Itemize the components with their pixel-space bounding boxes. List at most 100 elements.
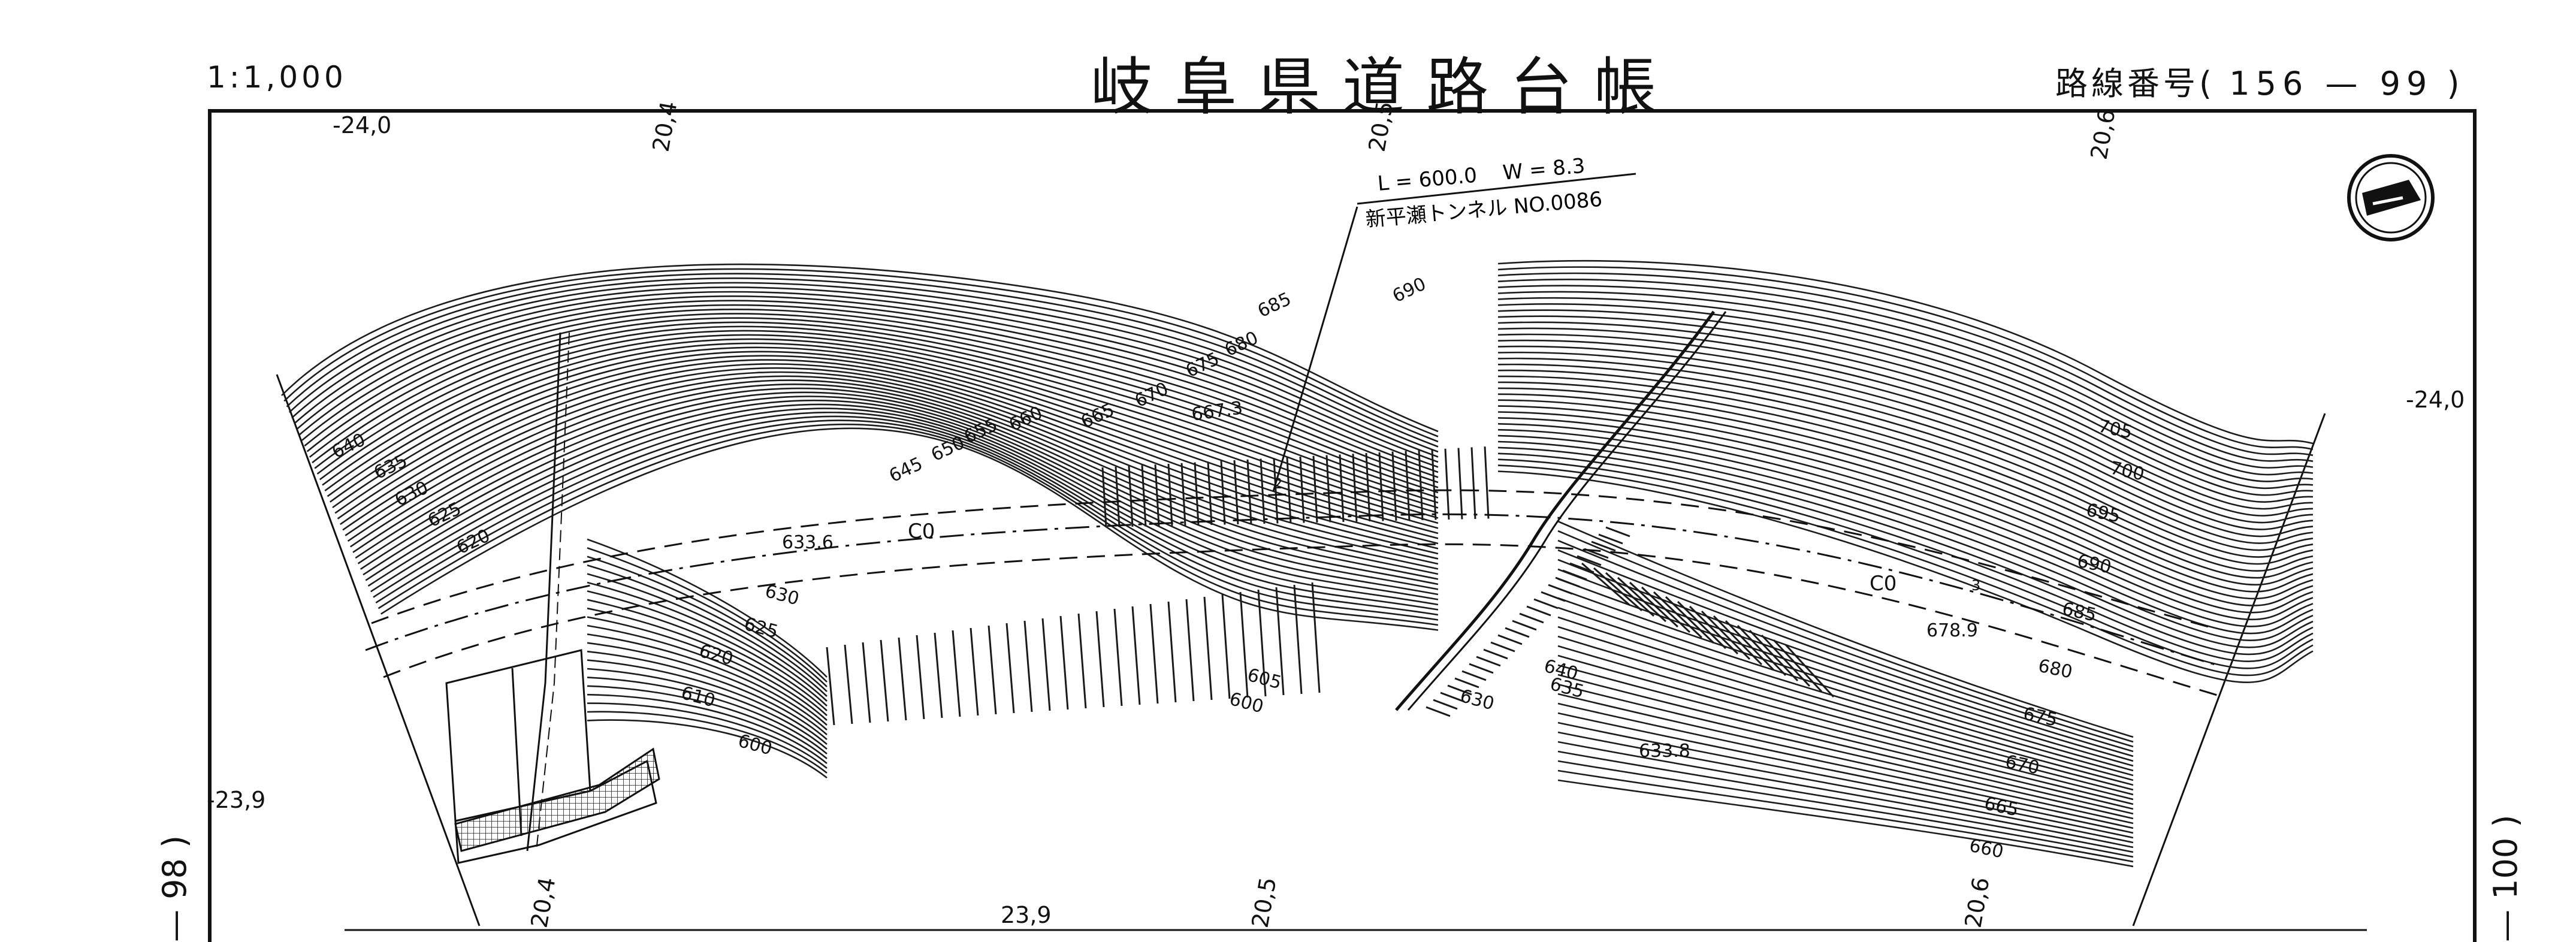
hachure-line [1784,644,1835,698]
hachure-line [1194,462,1200,526]
contour-line [283,268,1439,437]
hachure-line [1311,582,1321,693]
contour-line [1557,530,2134,743]
hachure-line [1641,586,1691,633]
contour-elevation-label: 695 [2084,500,2122,527]
hachure-line [1476,656,1501,667]
hachure-line [1483,648,1508,660]
hachure-line [1391,451,1397,521]
contour-line [345,371,1439,560]
contour-line [1557,635,2134,796]
contour-line [342,367,1439,555]
contour-elevation-label: 620 [697,641,735,670]
route-label: 路線番号( [2055,65,2216,102]
contour-elevation-label: 690 [2075,551,2113,578]
contour-line [1497,345,2314,538]
contour-line [1557,558,2134,757]
contour-line [291,282,1439,453]
hachure-line [1095,611,1105,708]
contour-line [365,403,1439,600]
hachure-line [1490,641,1515,653]
hachure-line [1418,450,1424,521]
hachure-line [1512,620,1537,631]
contour-elevation-label: 705 [2096,416,2134,443]
contour-line [587,659,828,745]
contour-elevation-label: 630 [763,581,801,610]
contour-line [1497,440,2314,648]
center-label: C0 [908,520,935,544]
hachure-line [1454,677,1479,689]
contour-line [296,291,1439,463]
contour-line [288,277,1439,448]
contour-line [1497,434,2314,641]
contour-line [1557,712,2134,834]
contour-line [587,668,828,750]
contour-line [1497,291,2314,476]
contour-line [350,379,1439,570]
contour-line [587,650,828,740]
grid-label-bottom-204: 20,4 [526,875,561,930]
hachure-line [1233,460,1239,525]
contour-line [294,286,1439,458]
contour-elevation-label: 600 [1227,689,1266,718]
contour-elevation-label: 605 [1245,665,1284,694]
contour-line [1497,393,2314,593]
contour-line [1497,351,2314,544]
station-label: 2 [1273,475,1282,492]
hachure-line [844,644,853,724]
contour-line [1497,458,2314,669]
contour-line [1557,760,2134,858]
contour-elevation-label: 610 [679,683,717,712]
contour-line [1497,333,2314,524]
spot-height: 678.9 [1926,620,1978,641]
contour-line [1557,693,2134,825]
contour-line [1497,470,2314,683]
hachure-line [1185,599,1195,702]
hachure-line [1598,533,1623,545]
contour-line [587,538,828,678]
hachure-line [1533,598,1559,609]
spot-height: 633.8 [1639,741,1690,762]
contour-line [1497,375,2314,572]
stream-line [526,332,561,852]
contour-elevation-label: 690 [1390,273,1430,307]
contour-line [587,685,828,760]
contour-line [380,427,1439,631]
contour-line [587,677,828,754]
hachure-line [1299,456,1305,523]
contour-line [367,407,1439,606]
hachure-line [1444,448,1450,520]
contour-line [1557,683,2134,820]
contour-line [587,581,828,702]
hachure-line [1141,465,1147,527]
contour-line [1497,315,2314,503]
hachure-line [1555,576,1580,588]
road-alignment [365,310,2218,852]
contour-line [587,693,828,765]
contour-line [587,573,828,697]
hachure-line [1548,584,1573,595]
hachure-line [1737,624,1787,677]
hachure-line [1433,699,1458,710]
grid-label-top-left: -24,0 [333,112,391,138]
hachure-line [1431,449,1437,520]
contour-line [347,375,1439,565]
hachure-line [1605,572,1655,617]
north-arrow-icon [2347,154,2435,241]
route-close: ) [2447,65,2463,102]
hachure-line [1469,663,1494,674]
hachure-line [1286,457,1292,524]
contour-line [301,300,1439,473]
contour-line [298,295,1439,468]
contour-line [1497,399,2314,600]
contour-line [1497,339,2314,530]
contour-line [587,547,828,683]
hachure-line [862,642,871,723]
hachure-line [1629,581,1679,628]
contour-elevation-label: 680 [1222,327,1262,361]
hachure-line [1593,567,1642,612]
hachure-line [1149,603,1159,704]
contour-line [340,363,1439,550]
contour-line [587,624,828,726]
